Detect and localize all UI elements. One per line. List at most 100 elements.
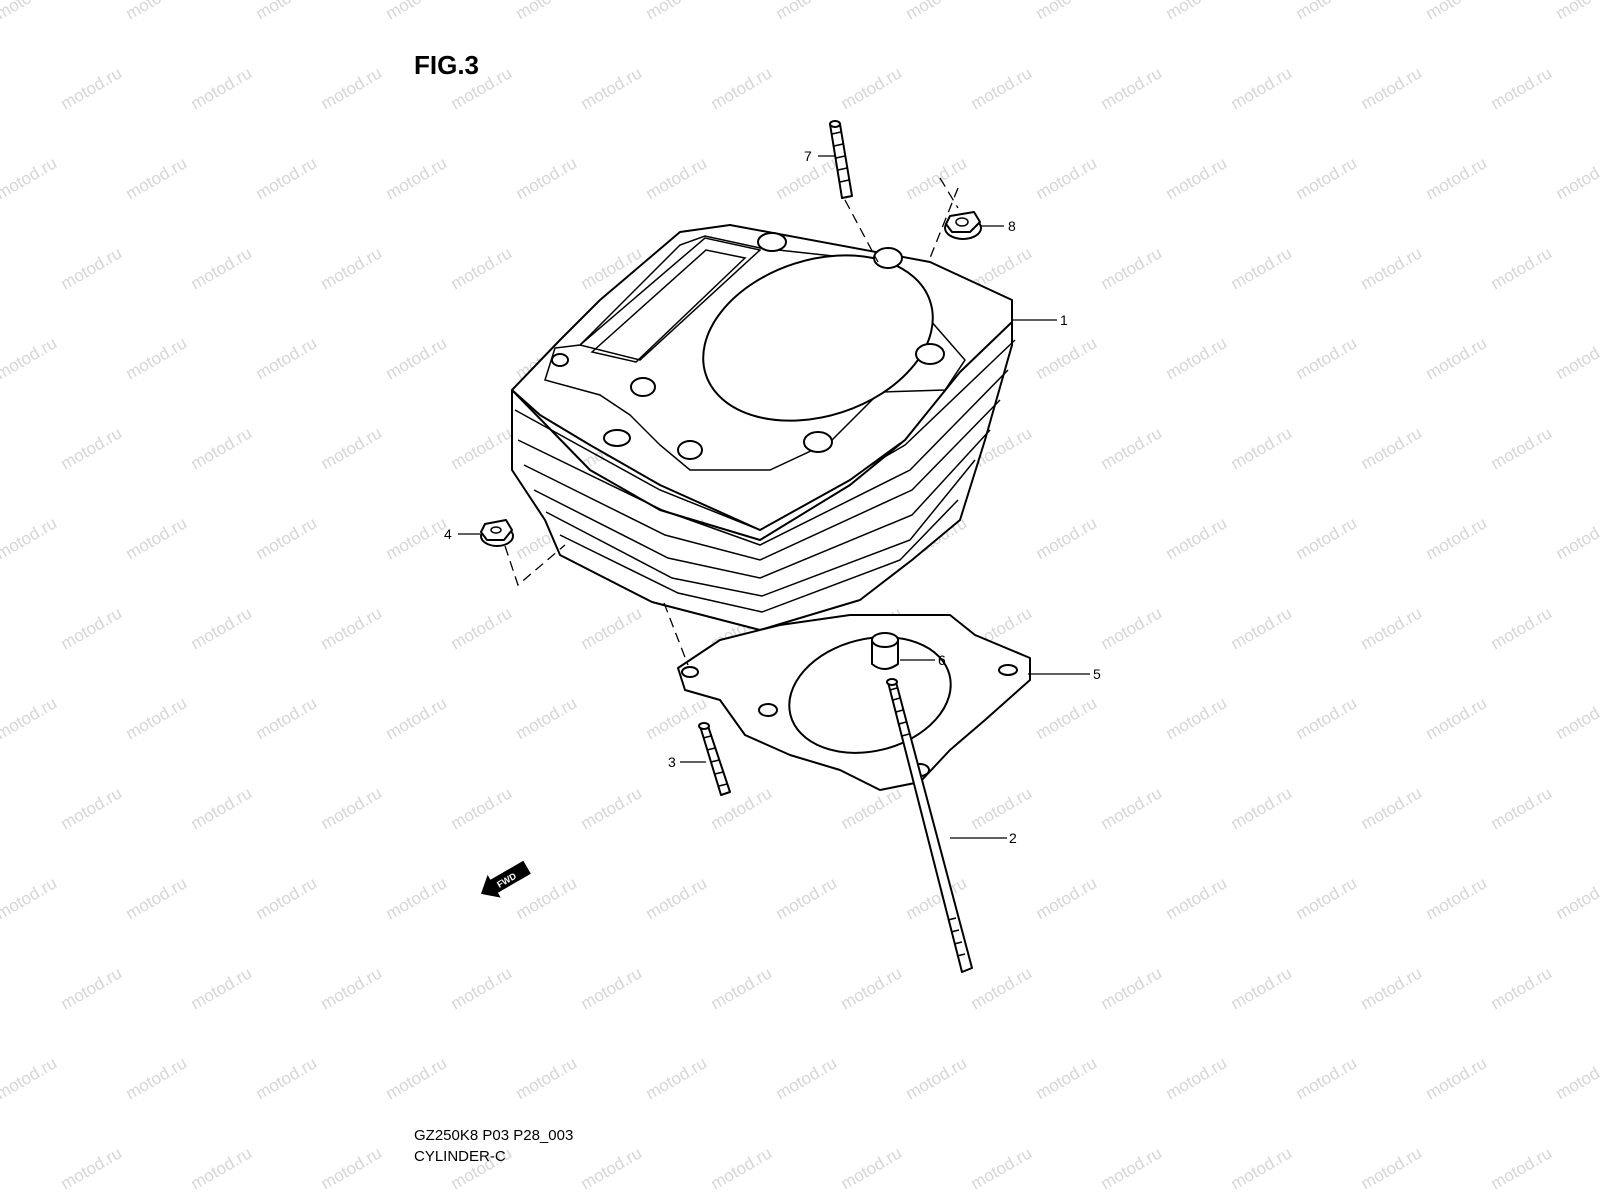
callout-5[interactable]: 5 — [1093, 666, 1101, 682]
watermark-text: motod.ru — [513, 153, 581, 203]
watermark-text: motod.ru — [1358, 423, 1426, 473]
watermark-text: motod.ru — [58, 1143, 126, 1193]
watermark-text: motod.ru — [448, 603, 516, 653]
watermark-text: motod.ru — [253, 513, 321, 563]
callout-2[interactable]: 2 — [1009, 830, 1017, 846]
watermark-text: motod.ru — [0, 153, 60, 203]
watermark-text: motod.ru — [1553, 513, 1600, 563]
watermark-text: motod.ru — [448, 783, 516, 833]
watermark-text: motod.ru — [1163, 693, 1231, 743]
watermark-text: motod.ru — [578, 963, 646, 1013]
watermark-text: motod.ru — [318, 1143, 386, 1193]
assembly-guide-lines — [504, 177, 959, 666]
watermark-text: motod.ru — [1163, 0, 1231, 23]
watermark-text: motod.ru — [253, 153, 321, 203]
watermark-text: motod.ru — [318, 603, 386, 653]
watermark-text: motod.ru — [1488, 63, 1556, 113]
callout-1[interactable]: 1 — [1060, 312, 1068, 328]
watermark-text: motod.ru — [383, 0, 451, 23]
watermark-text: motod.ru — [1033, 333, 1101, 383]
watermark-text: motod.ru — [1033, 1053, 1101, 1103]
flange-nut-side[interactable] — [480, 519, 514, 547]
callout-3[interactable]: 3 — [668, 754, 676, 770]
watermark-text: motod.ru — [968, 783, 1036, 833]
watermark-text: motod.ru — [1358, 963, 1426, 1013]
short-stud-bolt[interactable] — [698, 722, 731, 796]
watermark-text: motod.ru — [1358, 63, 1426, 113]
watermark-text: motod.ru — [188, 63, 256, 113]
watermark-text: motod.ru — [448, 963, 516, 1013]
dowel-pin[interactable] — [871, 632, 899, 670]
watermark-text: motod.ru — [513, 693, 581, 743]
watermark-text: motod.ru — [1098, 423, 1166, 473]
watermark-text: motod.ru — [0, 0, 60, 23]
watermark-text: motod.ru — [578, 1143, 646, 1193]
watermark-text: motod.ru — [1553, 0, 1600, 23]
watermark-text: motod.ru — [383, 1053, 451, 1103]
cylinder-base-gasket[interactable] — [677, 614, 1031, 791]
watermark-text: motod.ru — [1488, 963, 1556, 1013]
watermark-text: motod.ru — [253, 0, 321, 23]
watermark-text: motod.ru — [1553, 693, 1600, 743]
watermark-text: motod.ru — [1098, 63, 1166, 113]
watermark-text: motod.ru — [1488, 783, 1556, 833]
watermark-text: motod.ru — [1293, 153, 1361, 203]
watermark-text: motod.ru — [1553, 1053, 1600, 1103]
watermark-text: motod.ru — [383, 513, 451, 563]
flange-nut-top[interactable] — [944, 211, 982, 240]
forward-direction-arrow: FWD — [480, 860, 531, 898]
watermark-text: motod.ru — [383, 873, 451, 923]
callout-4[interactable]: 4 — [444, 526, 452, 542]
watermark-text: motod.ru — [1293, 513, 1361, 563]
watermark-text: motod.ru — [123, 1053, 191, 1103]
watermark-text: motod.ru — [253, 873, 321, 923]
long-stud-bolt[interactable] — [886, 678, 973, 973]
watermark-text: motod.ru — [578, 603, 646, 653]
watermark-text: motod.ru — [188, 423, 256, 473]
callout-6[interactable]: 6 — [938, 652, 946, 668]
watermark-text: motod.ru — [773, 873, 841, 923]
watermark-text: motod.ru — [968, 63, 1036, 113]
watermark-text: motod.ru — [1553, 873, 1600, 923]
watermark-text: motod.ru — [1553, 333, 1600, 383]
watermark-text: motod.ru — [513, 873, 581, 923]
watermark-text: motod.ru — [123, 0, 191, 23]
watermark-text: motod.ru — [773, 0, 841, 23]
watermark-text: motod.ru — [968, 1143, 1036, 1193]
watermark-text: motod.ru — [253, 693, 321, 743]
callout-numbers: 1 2 3 4 5 6 7 8 — [444, 148, 1101, 846]
watermark-text: motod.ru — [448, 423, 516, 473]
watermark-text: motod.ru — [1423, 873, 1491, 923]
watermark-text: motod.ru — [1293, 873, 1361, 923]
watermark-text: motod.ru — [0, 513, 60, 563]
watermark-text: motod.ru — [903, 873, 971, 923]
watermark-text: motod.ru — [1293, 693, 1361, 743]
callout-8[interactable]: 8 — [1008, 218, 1016, 234]
watermark-text: motod.ru — [58, 783, 126, 833]
diagram-code: GZ250K8 P03 P28_003 — [414, 1127, 574, 1144]
watermark-text: motod.ru — [1163, 153, 1231, 203]
watermark-text: motod.ru — [383, 153, 451, 203]
watermark-text: motod.ru — [383, 333, 451, 383]
watermark-text: motod.ru — [123, 513, 191, 563]
watermark-text: motod.ru — [318, 963, 386, 1013]
watermark-text: motod.ru — [1423, 153, 1491, 203]
watermark-text: motod.ru — [1228, 243, 1296, 293]
watermark-text: motod.ru — [318, 243, 386, 293]
watermark-text: motod.ru — [578, 63, 646, 113]
watermark-text: motod.ru — [1228, 1143, 1296, 1193]
watermark-text: motod.ru — [1358, 783, 1426, 833]
watermark-text: motod.ru — [1033, 153, 1101, 203]
watermark-text: motod.ru — [1098, 1143, 1166, 1193]
callout-7[interactable]: 7 — [804, 148, 812, 164]
watermark-text: motod.ru — [968, 963, 1036, 1013]
watermark-text: motod.ru — [1163, 333, 1231, 383]
watermark-text: motod.ru — [188, 243, 256, 293]
watermark-text: motod.ru — [188, 783, 256, 833]
top-stud-bolt[interactable] — [829, 120, 853, 199]
watermark-text: motod.ru — [1033, 513, 1101, 563]
watermark-text: motod.ru — [643, 153, 711, 203]
cylinder-block[interactable] — [511, 224, 1016, 631]
watermark-text: motod.ru — [1228, 63, 1296, 113]
